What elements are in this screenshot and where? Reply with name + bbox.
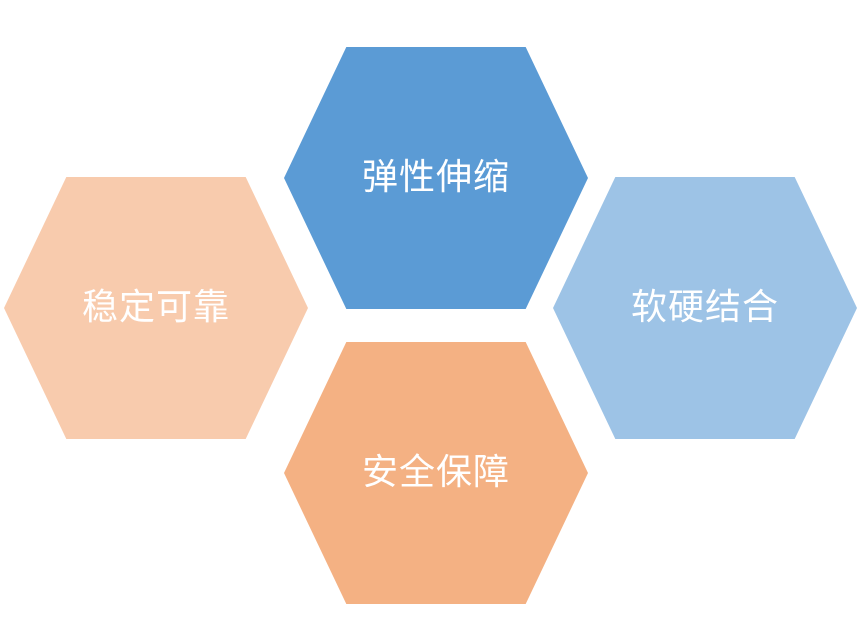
- hexagon-label: 软硬结合: [630, 287, 779, 328]
- hexagon-label: 弹性伸缩: [361, 157, 510, 198]
- hexagon-label: 稳定可靠: [81, 287, 230, 328]
- hexagon-label: 安全保障: [361, 452, 510, 493]
- hexagon-stable-reliable: 稳定可靠: [4, 177, 308, 439]
- hexagon-elastic-scaling: 弹性伸缩: [284, 47, 588, 309]
- hexagon-security: 安全保障: [284, 342, 588, 604]
- hexagon-hardware-software: 软硬结合: [553, 177, 857, 439]
